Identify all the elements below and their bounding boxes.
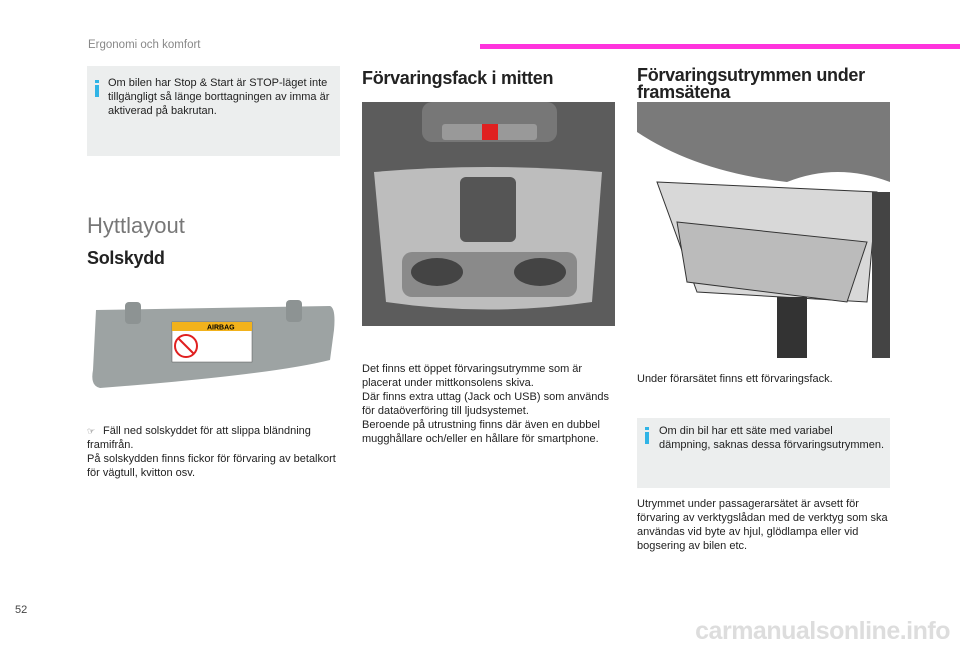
airbag-label: AIRBAG [207,325,235,332]
info-text: Om bilen har Stop & Start är STOP-läget … [108,77,330,117]
paragraph: På solskydden finns fickor för förvaring… [87,453,336,479]
info-icon [95,80,99,97]
info-box: Om bilen har Stop & Start är STOP-läget … [87,66,340,156]
bullet-item: ☞Fäll ned solskyddet för att slippa blän… [87,424,342,452]
title-under-seat-storage: Förvaringsutrymmen under framsätena [637,65,865,102]
accent-bar [480,44,960,49]
under-seat-storage-image [637,102,890,358]
paragraph: Under förarsätet finns ett förvaringsfac… [637,373,833,385]
paragraph: Det finns ett öppet förvaringsutrymme so… [362,363,609,445]
title-center-storage: Förvaringsfack i mitten [362,68,554,88]
info-box: Om din bil har ett säte med variabel däm… [637,418,890,488]
section-title: Hyttlayout [87,213,185,238]
info-icon [645,427,649,444]
center-console-image [362,102,615,326]
section-header: Ergonomi och komfort [88,39,201,51]
watermark: carmanualsonline.info [695,617,950,645]
sun-visor-image: AIRBAG [90,300,335,390]
info-text: Om din bil har ett säte med variabel däm… [659,425,884,451]
page-number: 52 [15,604,28,616]
hand-pointer-icon: ☞ [87,426,96,436]
paragraph: Utrymmet under passagerarsätet är avsett… [637,498,888,552]
subtitle-sun-visor: Solskydd [87,248,165,268]
bullet-text: Fäll ned solskyddet för att slippa bländ… [87,425,311,451]
